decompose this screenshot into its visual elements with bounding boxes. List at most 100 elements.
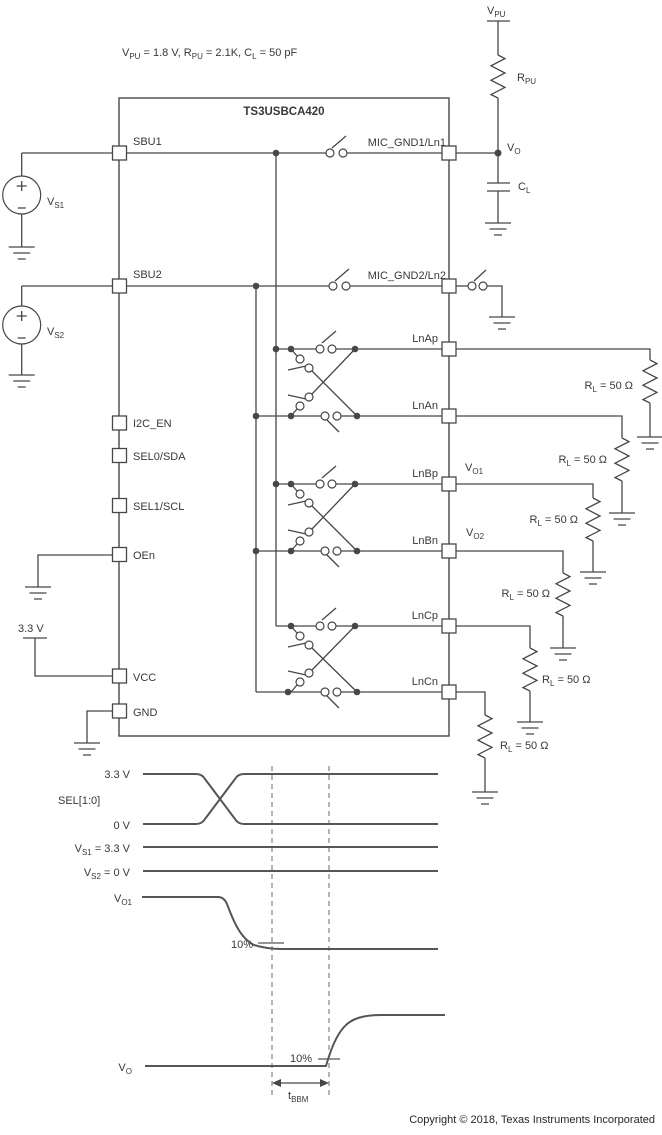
pin-lnan-terminal xyxy=(441,408,457,424)
rl-resistor-icon xyxy=(554,572,572,617)
rl-lncp-label: RL = 50 Ω xyxy=(542,674,590,688)
oen-connection xyxy=(25,554,112,600)
sbu2-mic-gnd2-path xyxy=(21,268,515,330)
sel-signal-label: SEL[1:0] xyxy=(58,795,100,807)
vo1-node-label: VO1 xyxy=(465,462,484,476)
vs1-level-label: VS1 = 3.3 V xyxy=(75,843,131,857)
vo-node-label: VO xyxy=(507,142,521,156)
vo-waveform-label: VO xyxy=(118,1062,132,1076)
vcc-supply-connection: 3.3 V xyxy=(18,623,112,677)
pin-gnd-terminal xyxy=(111,703,128,719)
vs1-ground-icon xyxy=(8,246,35,260)
test-conditions-label: VPU = 1.8 V, RPU = 2.1K, CL = 50 pF xyxy=(122,47,298,61)
cl-label: CL xyxy=(518,181,531,195)
pin-lnbp-label: LnBp xyxy=(412,468,438,480)
pin-oen-label: OEn xyxy=(133,550,155,562)
right-pins: MIC_GND1/Ln1 MIC_GND2/Ln2 LnAp LnAn LnBp… xyxy=(368,137,457,700)
pin-lnan-label: LnAn xyxy=(412,400,438,412)
mic-gnd2-ground-icon xyxy=(489,316,515,330)
channel-a-crossbar xyxy=(256,330,442,433)
gnd-connection xyxy=(74,710,112,756)
tbbm-label: tBBM xyxy=(288,1090,309,1104)
pin-lncp-terminal xyxy=(441,618,457,634)
pin-lncn-label: LnCn xyxy=(412,676,438,688)
oen-ground-icon xyxy=(25,586,51,600)
sel-waveform-falling xyxy=(143,773,438,825)
pin-sel1-scl-label: SEL1/SCL xyxy=(133,501,184,513)
pin-mic-gnd1-label: MIC_GND1/Ln1 xyxy=(368,137,446,149)
internal-buses xyxy=(255,153,277,692)
rl-resistor-icon xyxy=(521,647,539,692)
chip-body: TS3USBCA420 xyxy=(118,97,450,737)
load-lncp: RL = 50 Ω xyxy=(456,625,590,735)
load-lnap: RL = 50 Ω xyxy=(456,348,662,450)
tbbm-arrow-left-icon xyxy=(272,1079,281,1087)
gnd-ground-icon xyxy=(74,742,100,756)
pin-sel0-sda-terminal xyxy=(111,447,128,464)
load-lnbn: VO2 RL = 50 Ω xyxy=(456,527,576,661)
rl-ground-icon xyxy=(580,571,606,585)
vpu-label: VPU xyxy=(487,5,506,19)
rl-ground-icon xyxy=(472,791,498,805)
copyright-notice: Copyright © 2018, Texas Instruments Inco… xyxy=(409,1114,655,1126)
vs1-label: VS1 xyxy=(47,196,65,210)
pin-mic-gnd2-terminal xyxy=(441,278,457,294)
rl-lnan-label: RL = 50 Ω xyxy=(559,454,607,468)
vs2-label: VS2 xyxy=(47,326,65,340)
junction-dots xyxy=(252,149,361,696)
chip-title: TS3USBCA420 xyxy=(243,106,324,118)
vs2-ground-icon xyxy=(8,374,35,388)
cl-ground-icon xyxy=(485,222,511,236)
rl-resistor-icon xyxy=(584,497,602,542)
cl-capacitor-icon xyxy=(487,182,510,192)
pin-i2c-en-label: I2C_EN xyxy=(133,418,172,430)
pullup-output-network: VPU RPU VO CL xyxy=(485,5,536,236)
pin-sbu2-label: SBU2 xyxy=(133,269,162,281)
pin-lnap-label: LnAp xyxy=(412,333,438,345)
pin-lnbp-terminal xyxy=(441,476,457,492)
sel-high-level-label: 3.3 V xyxy=(104,769,130,781)
vs1-source: VS1 xyxy=(2,153,65,260)
pin-sbu1-label: SBU1 xyxy=(133,136,162,148)
rl-lnap-label: RL = 50 Ω xyxy=(585,380,633,394)
pin-gnd-label: GND xyxy=(133,707,158,719)
rl-resistor-icon xyxy=(613,437,631,482)
vo-10pct-label: 10% xyxy=(290,1053,312,1065)
rl-lnbp-label: RL = 50 Ω xyxy=(530,514,578,528)
vcc-rail-label: 3.3 V xyxy=(18,623,44,635)
vo1-waveform xyxy=(142,896,438,950)
pin-vcc-label: VCC xyxy=(133,672,156,684)
vo1-10pct-label: 10% xyxy=(231,939,253,951)
rl-resistor-icon xyxy=(476,714,494,759)
rpu-label: RPU xyxy=(517,72,536,86)
pin-sel0-sda-label: SEL0/SDA xyxy=(133,451,186,463)
pin-sel1-scl-terminal xyxy=(111,497,128,514)
sel-low-level-label: 0 V xyxy=(113,820,130,832)
rl-ground-icon xyxy=(637,436,662,450)
rl-ground-icon xyxy=(517,721,543,735)
rl-resistor-icon xyxy=(641,359,659,404)
load-lncn: RL = 50 Ω xyxy=(456,691,548,805)
channel-b-crossbar xyxy=(256,465,442,568)
vo-waveform xyxy=(145,1014,445,1067)
pin-lnbn-terminal xyxy=(441,543,457,559)
rpu-resistor-icon xyxy=(489,54,507,99)
load-lnan: RL = 50 Ω xyxy=(456,415,635,526)
tbbm-arrow-right-icon xyxy=(320,1079,329,1087)
rl-ground-icon xyxy=(609,512,635,526)
pin-sbu1-terminal xyxy=(111,145,128,161)
pin-i2c-en-terminal xyxy=(111,415,128,431)
pin-sbu2-terminal xyxy=(111,278,128,294)
pin-mic-gnd2-label: MIC_GND2/Ln2 xyxy=(368,270,446,282)
vo1-waveform-label: VO1 xyxy=(114,893,133,907)
rl-ground-icon xyxy=(550,647,576,661)
pin-lnbn-label: LnBn xyxy=(412,535,438,547)
vs2-source: VS2 xyxy=(2,286,65,388)
pin-lncp-label: LnCp xyxy=(412,610,438,622)
timing-diagram: 3.3 V SEL[1:0] 0 V VS1 = 3.3 V VS2 = 0 V… xyxy=(58,766,445,1104)
load-lnbp: VO1 RL = 50 Ω xyxy=(456,462,606,585)
vo2-node-label: VO2 xyxy=(466,527,485,541)
channel-c-crossbar xyxy=(256,607,442,709)
